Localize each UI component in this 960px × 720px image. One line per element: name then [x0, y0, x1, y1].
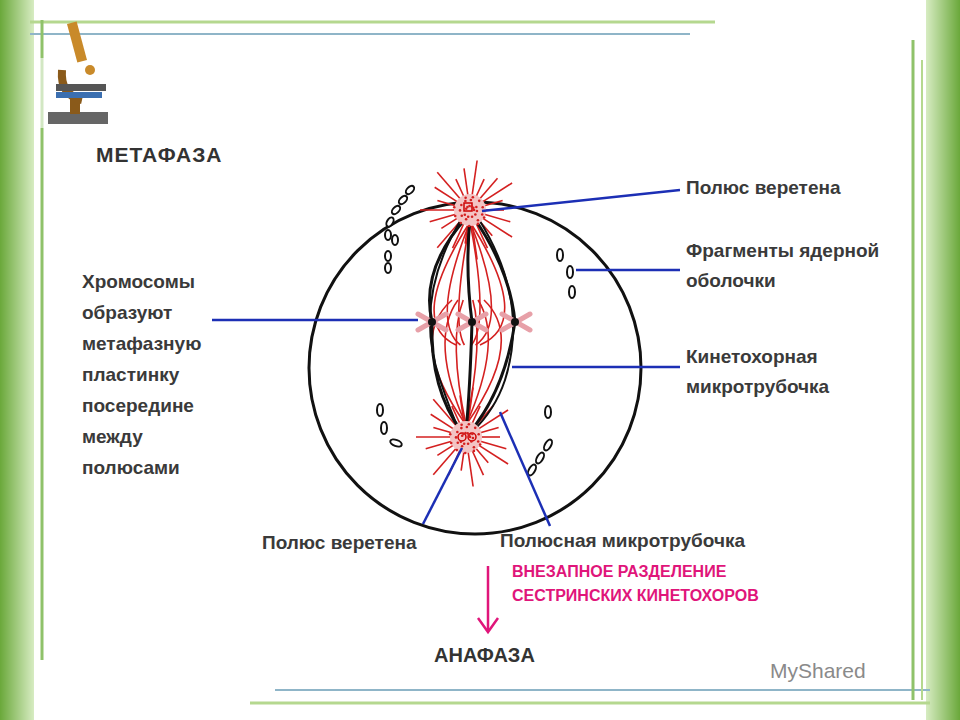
aster-ray [468, 451, 473, 487]
pole-dot [460, 214, 463, 217]
part-label: Полюс веретена [262, 528, 462, 558]
pole-dot [456, 431, 459, 434]
part-label: Фрагменты ядерной оболочки [686, 236, 911, 296]
aster-ray [483, 200, 502, 206]
pole-dot [466, 432, 469, 435]
pole-dot [468, 423, 471, 426]
part-label: Полюс веретена [686, 173, 916, 203]
pole-dot [461, 445, 464, 448]
aster-ray [479, 427, 498, 433]
pole-dot [466, 426, 469, 429]
pole-dot [454, 215, 457, 218]
pole-dot [477, 223, 480, 226]
pole-dot [450, 442, 453, 445]
pole-dot [472, 196, 475, 199]
aster-ray [478, 445, 508, 464]
pole-dot [467, 442, 470, 445]
kinetochore-microtubules [430, 218, 515, 432]
pole-dot [476, 210, 479, 213]
pole-dot [475, 206, 478, 209]
pole-dot [455, 436, 458, 439]
leader-lines [212, 190, 680, 526]
pole-dot [460, 440, 463, 443]
pole-dot [464, 200, 467, 203]
nuclear-envelope-fragments [377, 184, 575, 476]
frame-lines [30, 20, 930, 703]
pole-dot [477, 433, 480, 436]
aster-ray [435, 187, 459, 202]
pole-dot [464, 196, 467, 199]
pole-dot [460, 204, 463, 207]
pole-dot [477, 219, 480, 222]
aster-ray [437, 445, 454, 456]
pole-dot [479, 443, 482, 446]
kinetochores [428, 318, 519, 326]
pole-dot [453, 206, 456, 209]
aster-ray [420, 209, 456, 211]
aster-ray [479, 178, 497, 199]
pole-dot [464, 452, 467, 455]
pole-dot [473, 450, 476, 453]
pole-dot [461, 434, 464, 437]
pole-dot [472, 437, 475, 440]
pole-dot [473, 446, 476, 449]
aster-ray [482, 218, 512, 237]
pole-dot [478, 200, 481, 203]
pole-dot [460, 427, 463, 430]
pole-dot [467, 215, 470, 218]
pole-dot [465, 207, 468, 210]
aster-ray [472, 161, 477, 197]
watermark: MyShared [770, 656, 866, 686]
part-label: Полюсная микротрубочка [500, 526, 820, 556]
part-label: Кинетохорная микротрубочка [686, 342, 911, 402]
aster-ray [437, 200, 456, 206]
aster-ray [430, 214, 457, 222]
part-label: Хромосомы образуют метафазную пластинку … [82, 266, 210, 483]
transition-arrow [478, 566, 498, 632]
pole-dot [474, 213, 477, 216]
pole-dot [470, 199, 473, 202]
side-band [926, 0, 960, 720]
pole-dot [471, 433, 474, 436]
pole-dot [460, 423, 463, 426]
chromosomes [418, 314, 530, 330]
transition-note: ВНЕЗАПНОЕ РАЗДЕЛЕНИЕ СЕСТРИНСКИХ КИНЕТОХ… [512, 560, 812, 608]
pole-dot [481, 206, 484, 209]
pole-dots [449, 196, 486, 454]
side-band [0, 0, 34, 720]
pole-dot [483, 216, 486, 219]
aster-ray [464, 168, 468, 196]
aster-ray [461, 451, 464, 471]
pole-dot [455, 449, 458, 452]
pole-dot [470, 440, 473, 443]
aster-ray [480, 436, 500, 438]
pole-dot [471, 215, 474, 218]
pole-dot [459, 222, 462, 225]
aster-ray [426, 441, 453, 449]
aster-ray [441, 218, 458, 229]
aster-ray [433, 427, 452, 433]
pole-dot [481, 213, 484, 216]
aster-ray [416, 436, 452, 438]
pole-dot [449, 433, 452, 436]
pole-dot [456, 441, 459, 444]
aster-ray [482, 183, 512, 202]
aster-ray [437, 172, 461, 199]
diagram-title: МЕТАФАЗА [96, 140, 223, 170]
aster-ray [456, 179, 464, 197]
pole-dot [477, 440, 480, 443]
pole-dot [464, 213, 467, 216]
aster-ray [472, 450, 484, 475]
pole-dot [459, 209, 462, 212]
pole-dot [468, 225, 471, 228]
pole-dot [465, 218, 468, 221]
pole-dot [474, 427, 477, 430]
pole-dot [470, 205, 473, 208]
spindle-pole [450, 194, 486, 453]
aster-ray [433, 448, 457, 475]
phase-label: АНАФАЗА [434, 640, 535, 670]
pole-dot [463, 442, 466, 445]
microscope-icon [40, 21, 110, 128]
